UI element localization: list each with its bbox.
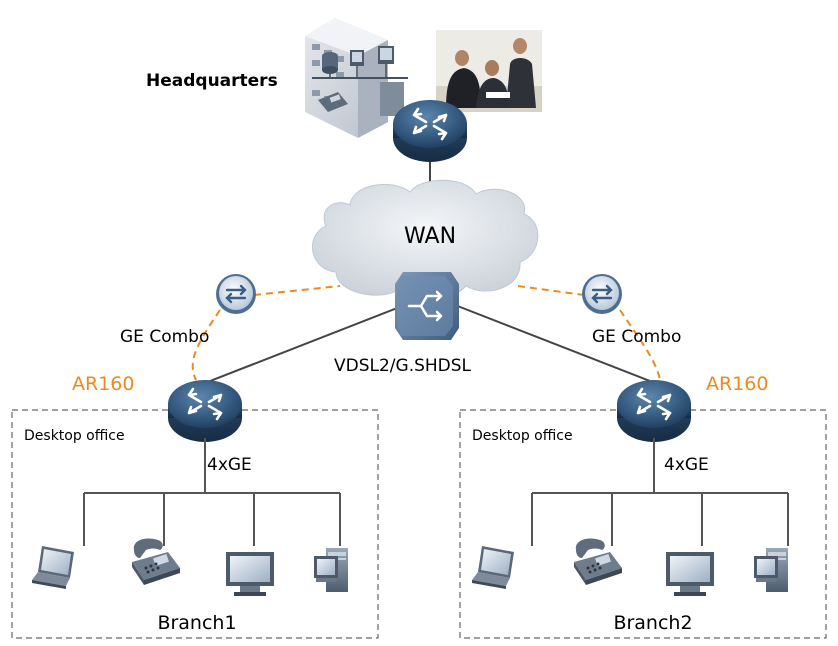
desktop-office-right-label: Desktop office xyxy=(472,428,573,444)
dsl-switch-icon xyxy=(395,272,459,340)
ports-right-label: 4xGE xyxy=(664,455,709,475)
building-icon xyxy=(305,18,408,138)
ge-combo-right-label: GE Combo xyxy=(592,327,681,347)
ports-left-label: 4xGE xyxy=(207,455,252,475)
ar160-router-left-icon xyxy=(166,378,244,444)
monitor-icon xyxy=(226,552,274,596)
ge-link-left-h xyxy=(253,285,341,296)
branch1-lan-links xyxy=(83,438,341,546)
ge-link-right-v xyxy=(619,309,661,381)
branch2-office-box xyxy=(459,409,827,639)
branch2-label: Branch2 xyxy=(613,612,692,634)
branch1-label: Branch1 xyxy=(157,612,236,634)
ar160-router-right-icon xyxy=(615,378,693,444)
dsl-label: VDSL2/G.SHDSL xyxy=(334,356,472,376)
laptop-icon xyxy=(32,546,74,589)
dsl-link-right xyxy=(454,304,656,384)
desktop-office-left-label: Desktop office xyxy=(24,428,125,444)
ge-combo-left-label: GE Combo xyxy=(120,327,209,347)
wireless-modem-left-icon xyxy=(214,272,258,316)
ar160-right-label: AR160 xyxy=(706,373,768,395)
branch2-lan-links xyxy=(531,438,789,546)
ge-link-right-h xyxy=(517,285,585,296)
ip-phone-icon xyxy=(574,538,622,585)
ar160-left-label: AR160 xyxy=(72,373,134,395)
cloud-icon xyxy=(312,179,539,300)
wireless-modem-right-icon xyxy=(580,272,624,316)
branch1-office-box xyxy=(11,409,379,639)
people-photo xyxy=(436,30,542,112)
monitor-icon xyxy=(666,552,714,596)
hq-router-icon xyxy=(391,98,469,164)
wan-label: WAN xyxy=(404,224,456,249)
ip-phone-icon xyxy=(132,538,180,585)
desktop-pc-icon xyxy=(754,548,788,592)
desktop-pc-icon xyxy=(314,548,348,592)
laptop-icon xyxy=(472,546,514,589)
headquarters-label: Headquarters xyxy=(146,71,278,91)
dsl-link-left xyxy=(204,304,406,384)
